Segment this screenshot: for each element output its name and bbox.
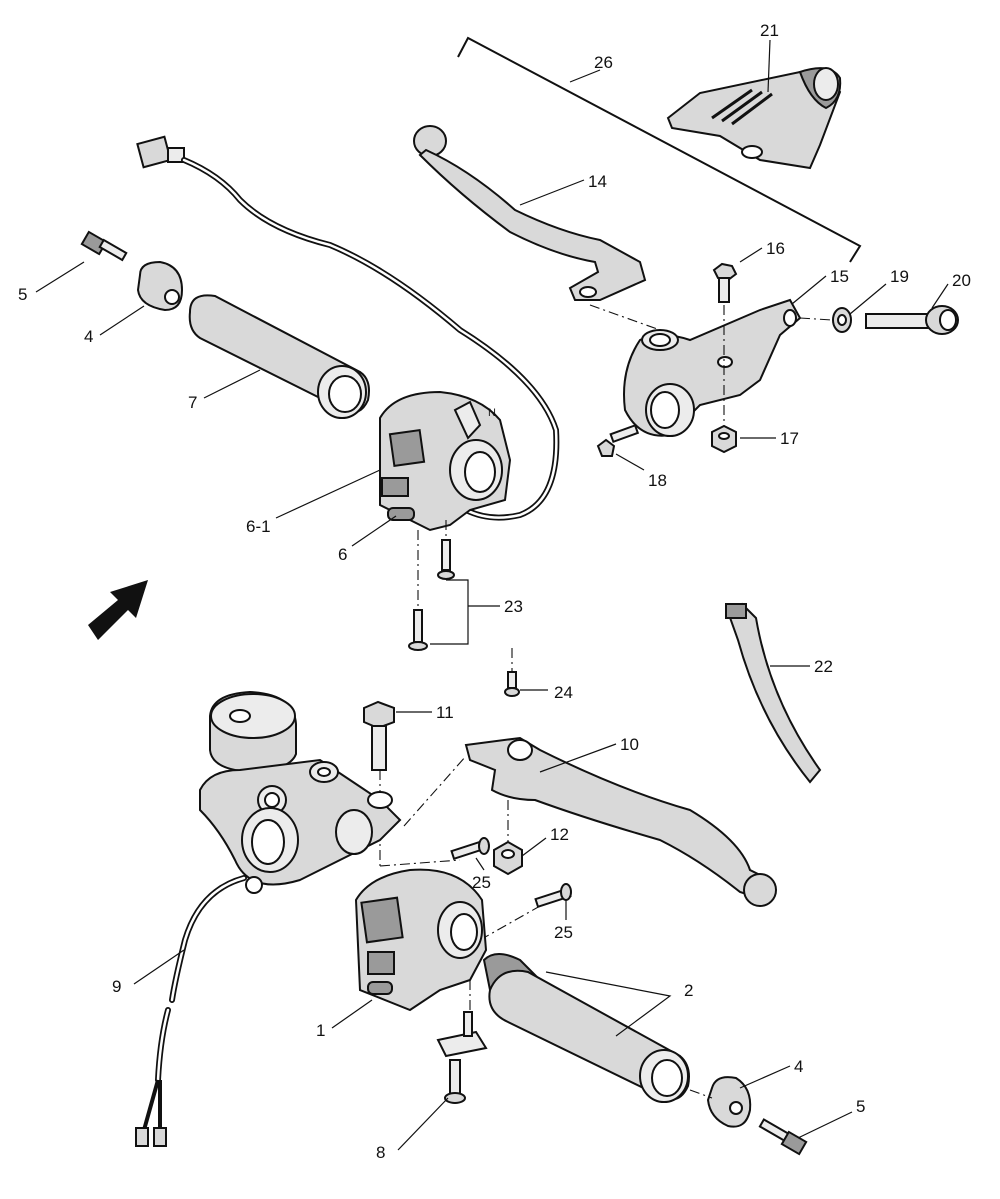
nut-19[interactable] [832, 307, 852, 333]
label-21: 21 [760, 21, 779, 40]
part-labels: 21 26 14 16 15 19 20 17 18 5 4 7 6-1 6 2… [18, 21, 971, 1162]
label-23: 23 [504, 597, 523, 616]
label-22: 22 [814, 657, 833, 676]
label-5-upper: 5 [18, 285, 27, 304]
label-17: 17 [780, 429, 799, 448]
throttle-grip-2[interactable] [482, 953, 690, 1103]
upper-wire-harness [136, 135, 560, 521]
label-6: 6 [338, 545, 347, 564]
strap-22[interactable] [725, 602, 822, 784]
label-16: 16 [766, 239, 785, 258]
svg-text:N: N [488, 407, 496, 419]
label-4-lower: 4 [794, 1057, 803, 1076]
nut-12[interactable] [493, 840, 523, 876]
adjuster-bolt-20[interactable] [865, 305, 959, 335]
label-11: 11 [436, 703, 454, 722]
screw-5-upper[interactable] [80, 230, 128, 262]
screws-23[interactable] [408, 539, 455, 651]
bolt-11[interactable] [363, 700, 395, 771]
left-switch-housing-6-1[interactable]: N [379, 390, 512, 532]
label-9: 9 [112, 977, 121, 996]
label-7: 7 [188, 393, 197, 412]
bolt-16[interactable] [712, 262, 738, 303]
label-19: 19 [890, 267, 909, 286]
right-switch-housing-1[interactable] [354, 868, 488, 1012]
kit-26-bracket [457, 36, 862, 263]
label-12: 12 [550, 825, 569, 844]
label-25-left: 25 [472, 873, 491, 892]
leader-lines [35, 39, 949, 1151]
label-5-lower: 5 [856, 1097, 865, 1116]
label-20: 20 [952, 271, 971, 290]
left-grip-7[interactable] [188, 294, 370, 419]
screw-25-left[interactable] [450, 837, 490, 861]
screw-8[interactable] [436, 1011, 488, 1104]
label-2: 2 [684, 981, 693, 1000]
nut-17[interactable] [711, 424, 737, 454]
front-lever-10[interactable] [464, 736, 777, 907]
label-18: 18 [648, 471, 667, 490]
brake-switch-wire-9[interactable] [135, 875, 247, 1147]
label-4-upper: 4 [84, 327, 93, 346]
label-8: 8 [376, 1143, 385, 1162]
label-10: 10 [620, 735, 639, 754]
label-6-1: 6-1 [246, 517, 271, 536]
upper-lever-14[interactable] [413, 125, 647, 301]
label-25-right: 25 [554, 923, 573, 942]
screw-25-right[interactable] [534, 883, 572, 909]
lever-cover-21[interactable] [666, 67, 842, 170]
bar-end-weight-4-upper[interactable] [136, 260, 184, 312]
screw-24[interactable] [504, 671, 520, 697]
label-1: 1 [316, 1021, 325, 1040]
label-15: 15 [830, 267, 849, 286]
label-24: 24 [554, 683, 573, 702]
screw-5-lower[interactable] [758, 1118, 808, 1156]
screw-18[interactable] [596, 424, 640, 457]
bar-end-weight-4-lower[interactable] [706, 1076, 752, 1128]
direction-arrow-icon [88, 580, 148, 640]
lever-holder-15[interactable] [623, 298, 802, 437]
master-cylinder[interactable] [199, 690, 402, 894]
label-14: 14 [588, 172, 607, 191]
label-26: 26 [594, 53, 613, 72]
